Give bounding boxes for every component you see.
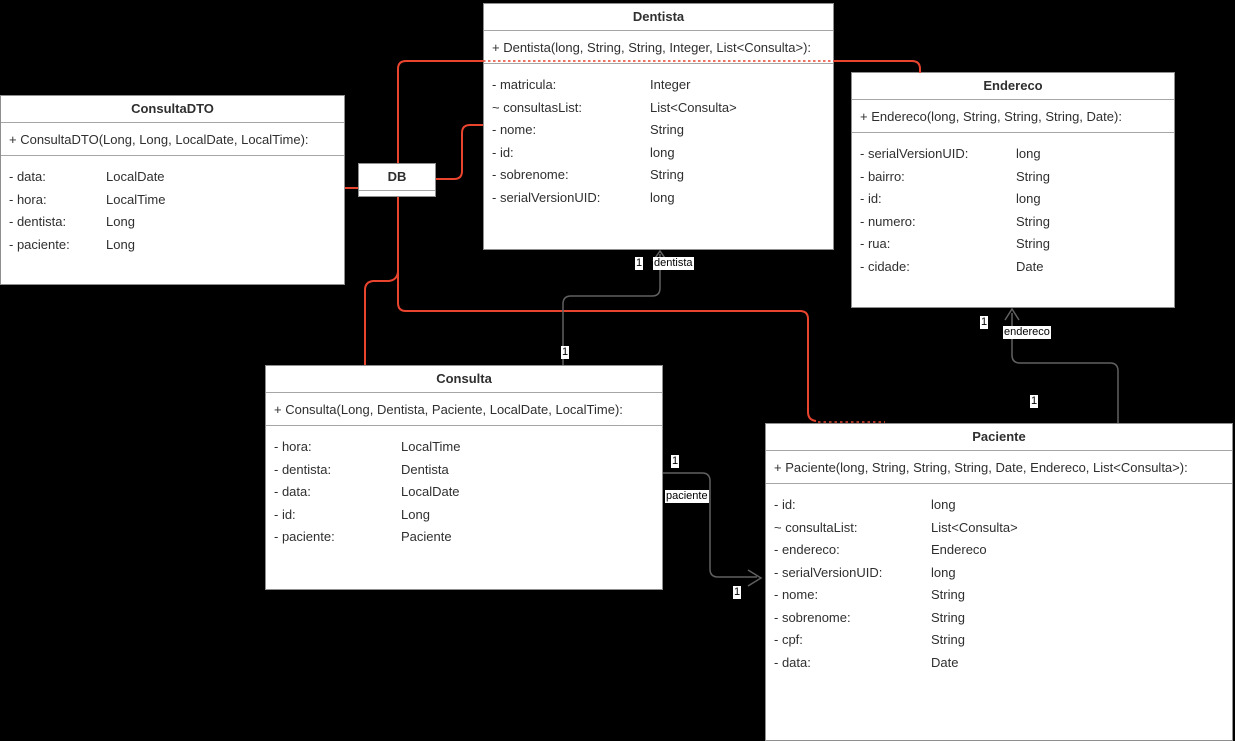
attribute-row: - id:long — [492, 144, 675, 160]
attribute-row: - hora:LocalTime — [274, 439, 461, 454]
class-box-endereco[interactable]: Endereco + Endereco(long, String, String… — [851, 72, 1175, 308]
role-label-dentista: dentista — [653, 257, 694, 270]
class-constructor: + Paciente(long, String, String, String,… — [766, 451, 1232, 484]
class-constructor: + Endereco(long, String, String, String,… — [852, 100, 1174, 133]
role-label-endereco: endereco — [1003, 326, 1051, 339]
open-arrowhead-paciente — [747, 569, 763, 587]
attribute-row: - id:long — [860, 191, 1041, 206]
attribute-row: - data:LocalDate — [9, 169, 165, 184]
edge-consulta-paciente[interactable] — [663, 472, 757, 578]
attribute-row: - cpf:String — [774, 632, 965, 647]
attribute-row: - nome:String — [492, 122, 684, 137]
edge-consulta-dentista[interactable] — [562, 254, 661, 365]
attribute-row: - rua:String — [860, 236, 1050, 251]
multiplicity-label-paciente-side: 1 — [1030, 395, 1039, 408]
multiplicity-label-paciente-end: 1 — [733, 586, 742, 599]
edge-paciente-endereco[interactable] — [1011, 313, 1119, 423]
class-constructor: + Dentista(long, String, String, Integer… — [484, 31, 833, 64]
attribute-row: - data:Date — [774, 654, 959, 670]
class-attributes: - matricula:Integer ~ consultasList:List… — [484, 64, 833, 215]
multiplicity-label-consulta-side: 1 — [671, 455, 680, 468]
attribute-row: - matricula:Integer — [492, 77, 691, 92]
class-box-dentista[interactable]: Dentista + Dentista(long, String, String… — [483, 3, 834, 250]
class-title: Paciente — [766, 424, 1232, 451]
attribute-row: - data:LocalDate — [274, 484, 460, 499]
class-box-paciente[interactable]: Paciente + Paciente(long, String, String… — [765, 423, 1233, 741]
multiplicity-label-dentista-end: 1 — [635, 257, 644, 270]
class-attributes: - data:LocalDate - hora:LocalTime - dent… — [1, 156, 344, 262]
attribute-row: - paciente:Long — [9, 236, 135, 252]
attribute-row: - hora:LocalTime — [9, 191, 166, 207]
attribute-row: ~ consultasList:List<Consulta> — [492, 99, 737, 115]
attribute-row: - dentista:Long — [9, 214, 135, 229]
class-attributes: - hora:LocalTime - dentista:Dentista - d… — [266, 426, 662, 555]
attribute-row: - sobrenome:String — [774, 609, 965, 625]
attribute-row: - serialVersionUID:long — [492, 189, 675, 205]
multiplicity-label-endereco-end: 1 — [980, 316, 989, 329]
class-title: Endereco — [852, 73, 1174, 100]
attribute-row: - endereco:Endereco — [774, 542, 987, 557]
attribute-row: - paciente:Paciente — [274, 529, 452, 544]
class-constructor: + Consulta(Long, Dentista, Paciente, Loc… — [266, 393, 662, 426]
attribute-row: - serialVersionUID:long — [860, 146, 1041, 161]
attribute-row: - numero:String — [860, 213, 1050, 229]
role-label-paciente: paciente — [665, 490, 709, 503]
multiplicity-label-consulta-end: 1 — [561, 346, 570, 359]
edge-db-consulta[interactable] — [364, 271, 399, 365]
attribute-row: - id:Long — [274, 506, 430, 522]
class-constructor: + ConsultaDTO(Long, Long, LocalDate, Loc… — [1, 123, 344, 156]
class-attributes: - serialVersionUID:long - bairro:String … — [852, 133, 1174, 284]
open-arrowhead-endereco — [1004, 307, 1020, 321]
edge-db-endereco-segment[interactable] — [397, 60, 483, 163]
attribute-row: ~ consultaList:List<Consulta> — [774, 519, 1018, 535]
edge-db-endereco-end[interactable] — [834, 60, 921, 73]
attribute-row: - serialVersionUID:long — [774, 564, 956, 580]
class-title: Dentista — [484, 4, 833, 31]
attribute-row: - dentista:Dentista — [274, 461, 449, 477]
attribute-row: - nome:String — [774, 587, 965, 602]
class-title: DB — [359, 164, 435, 191]
class-attributes: - id:long ~ consultaList:List<Consulta> … — [766, 484, 1232, 680]
class-box-consulta[interactable]: Consulta + Consulta(Long, Dentista, Paci… — [265, 365, 663, 590]
edge-db-dentista[interactable] — [436, 124, 483, 180]
class-title: Consulta — [266, 366, 662, 393]
edge-db-paciente[interactable] — [397, 197, 817, 422]
attribute-row: - cidade:Date — [860, 258, 1044, 274]
class-box-consultadto[interactable]: ConsultaDTO + ConsultaDTO(Long, Long, Lo… — [0, 95, 345, 285]
class-title: ConsultaDTO — [1, 96, 344, 123]
attribute-row: - sobrenome:String — [492, 167, 684, 182]
attribute-row: - id:long — [774, 497, 956, 512]
attribute-row: - bairro:String — [860, 168, 1050, 184]
class-box-db[interactable]: DB — [358, 163, 436, 197]
